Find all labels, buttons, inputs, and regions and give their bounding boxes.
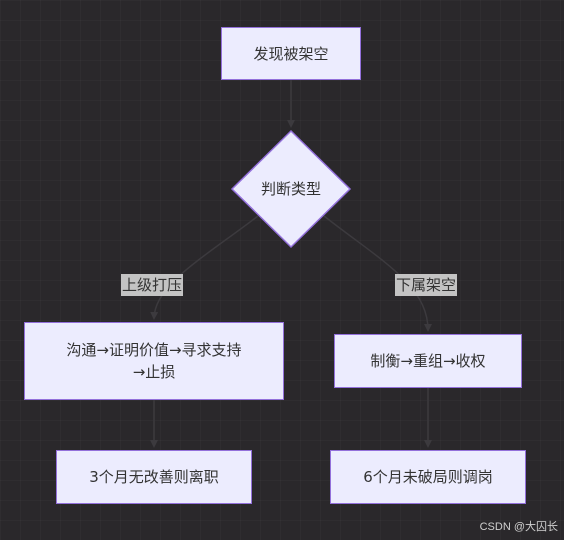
edge-decision-to-left	[150, 215, 259, 320]
edge-label-right: 下属架空	[395, 274, 458, 296]
start-node: 发现被架空	[221, 27, 361, 80]
left-end-node: 3个月无改善则离职	[56, 450, 252, 504]
left-step-line-2: →止损	[132, 363, 176, 381]
start-node-label: 发现被架空	[253, 44, 329, 63]
decision-diamond	[230, 129, 352, 249]
right-step-label: 制衡→重组→收权	[370, 352, 486, 370]
left-step-node: 沟通→证明价值→寻求支持 →止损	[24, 322, 284, 400]
decision-label: 判断类型	[260, 180, 321, 198]
edge-label-left: 上级打压	[121, 274, 184, 296]
watermark: CSDN @大囚长	[479, 521, 558, 533]
right-step-node: 制衡→重组→收权	[334, 334, 522, 388]
edge-decision-to-right	[323, 215, 432, 332]
right-end-node: 6个月未破局则调岗	[330, 450, 526, 504]
right-end-label: 6个月未破局则调岗	[363, 468, 493, 486]
left-step-line-1: 沟通→证明价值→寻求支持	[66, 341, 242, 359]
left-end-label: 3个月无改善则离职	[89, 468, 219, 486]
